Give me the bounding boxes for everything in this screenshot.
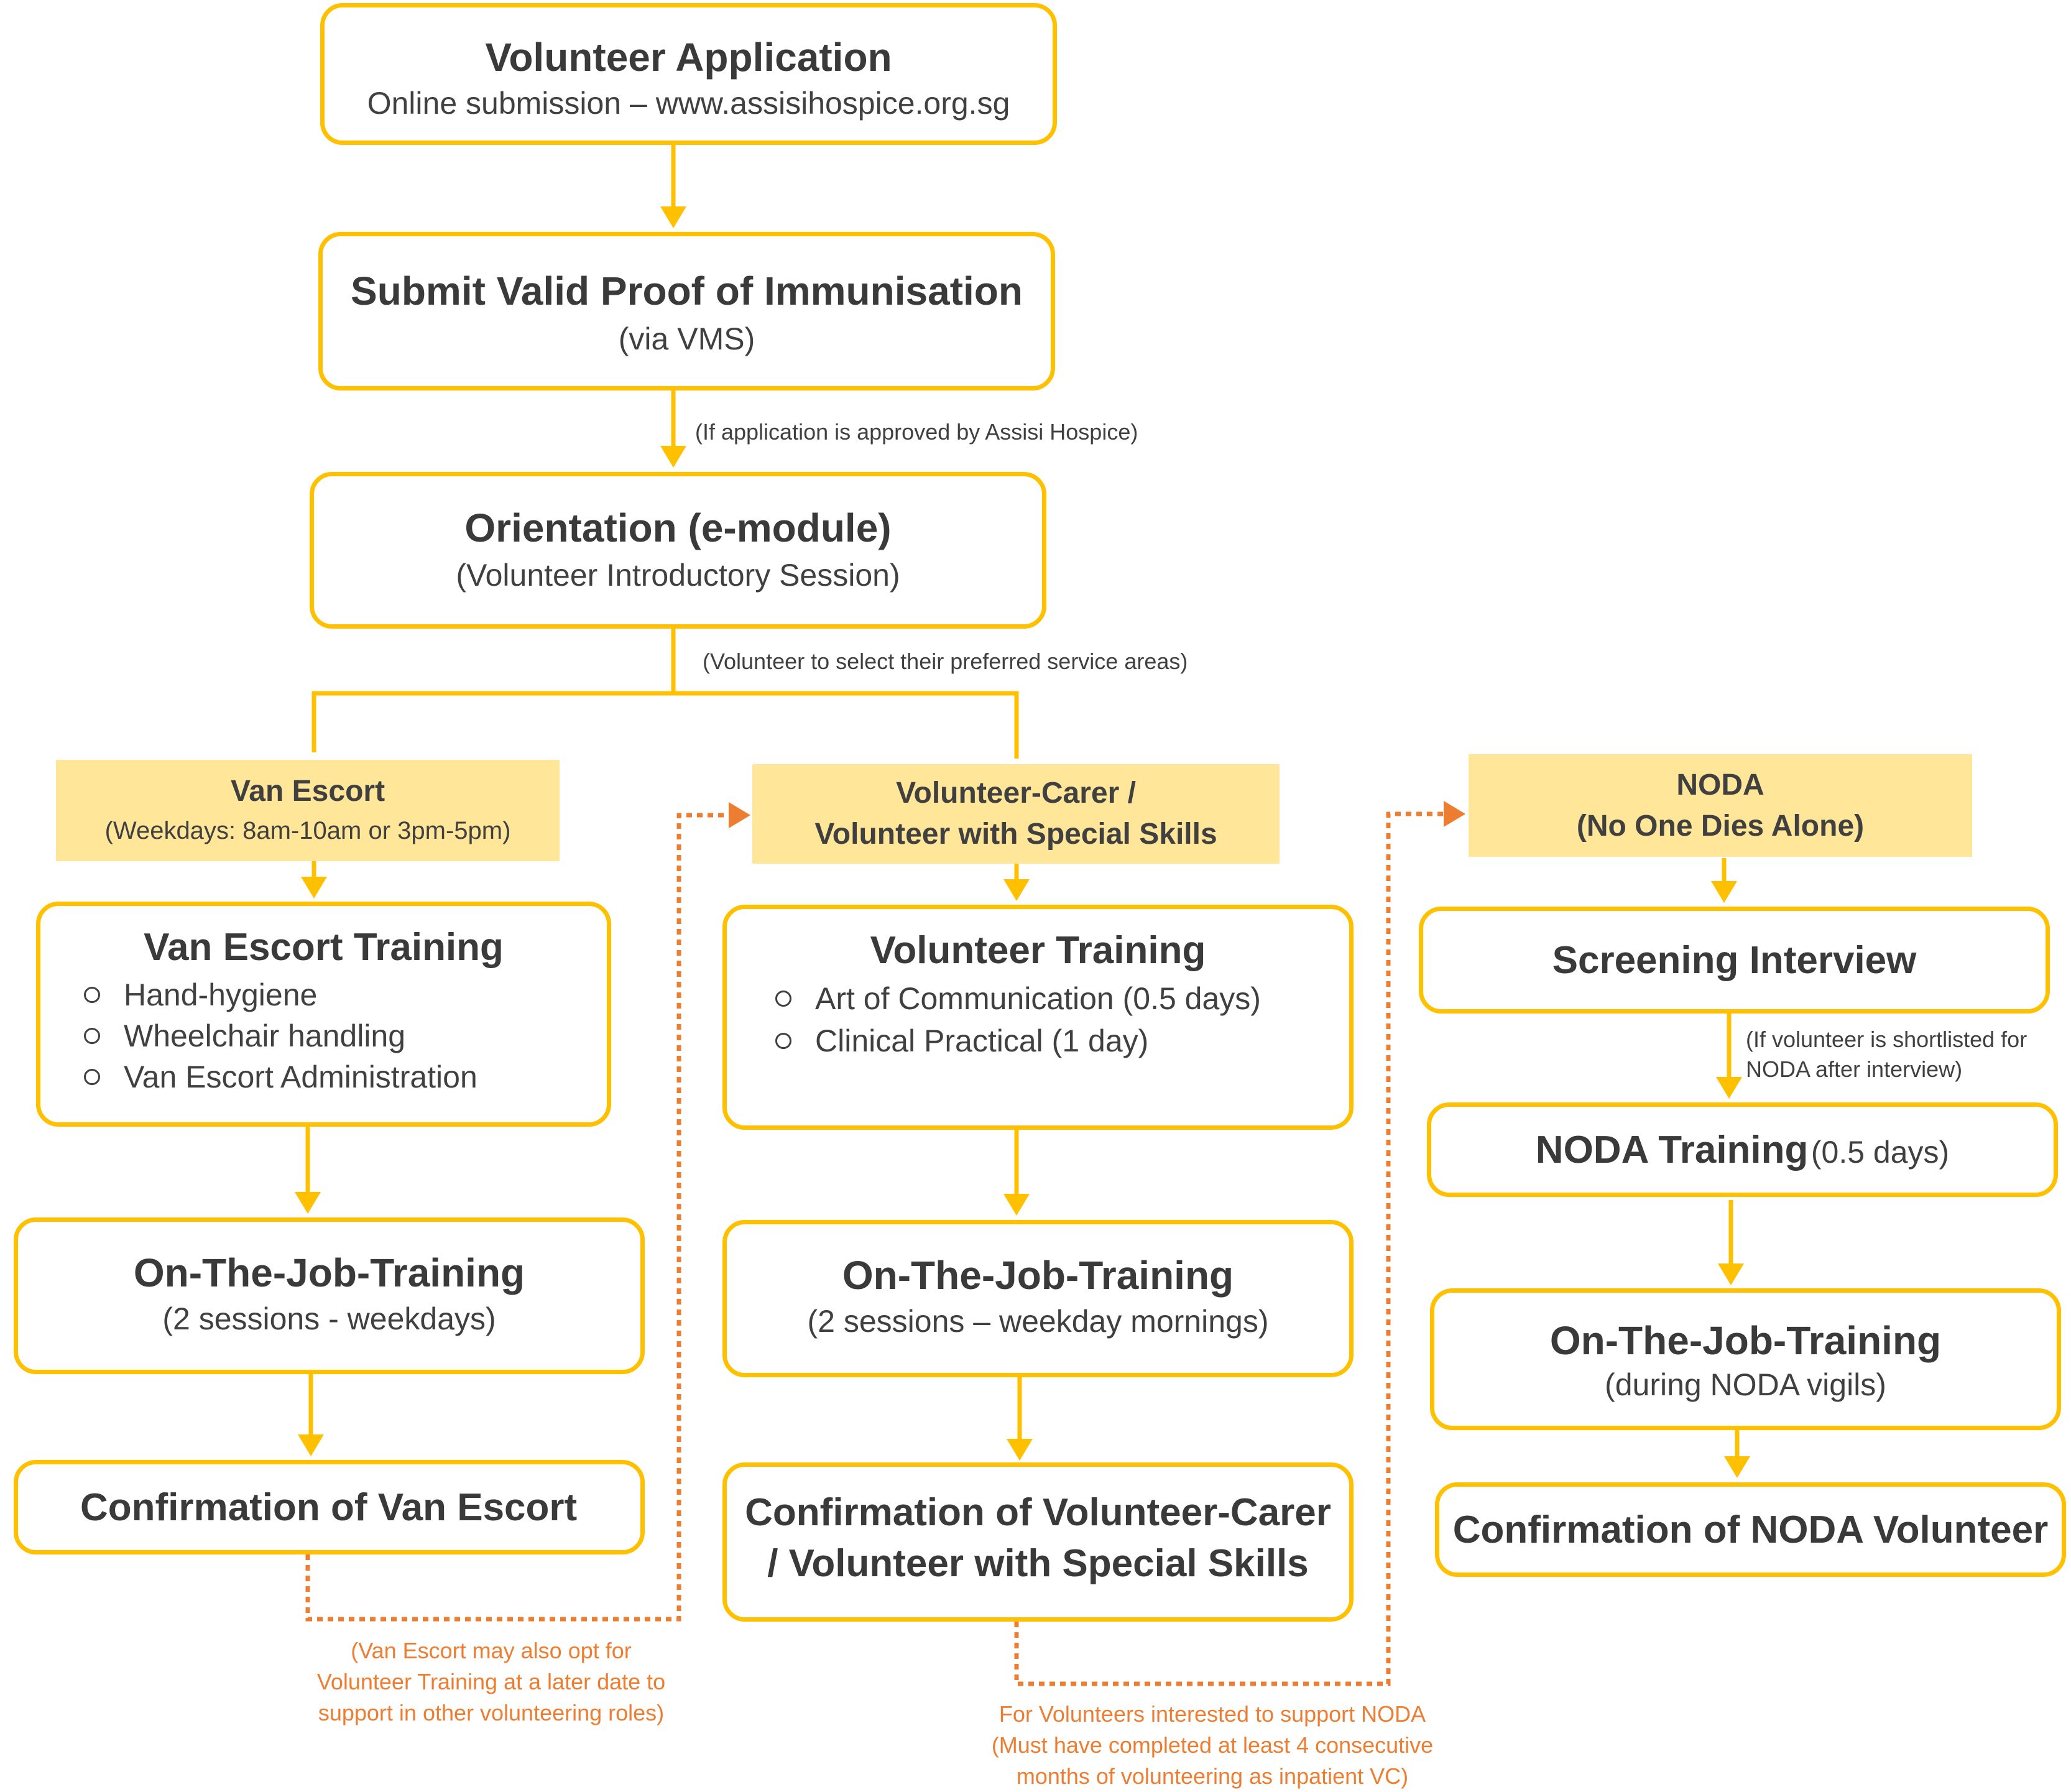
noda-ojt-box: On-The-Job-Training (during NODA vigils) — [1430, 1288, 2061, 1430]
immunisation-box: Submit Valid Proof of Immunisation (via … — [318, 232, 1055, 390]
van-escort-training-item: Wheelchair handling — [84, 1015, 607, 1056]
approval-condition-note: (If application is approved by Assisi Ho… — [695, 419, 1138, 445]
van-escort-training-item-label: Hand-hygiene — [124, 977, 318, 1012]
van-escort-training-item-label: Wheelchair handling — [124, 1018, 406, 1053]
volunteer-carer-confirmation-line2: / Volunteer with Special Skills — [767, 1542, 1309, 1585]
noda-eligibility-note: For Volunteers interested to support NOD… — [945, 1699, 1480, 1792]
bullet-circle-icon — [775, 991, 791, 1007]
van-escort-ojt-box: On-The-Job-Training (2 sessions - weekda… — [14, 1217, 645, 1374]
noda-training-label: NODA Training (0.5 days) — [1536, 1128, 1949, 1172]
shortlist-condition-note: (If volunteer is shortlisted for NODA af… — [1746, 1025, 2027, 1084]
van-escort-training-item: Van Escort Administration — [84, 1056, 607, 1097]
shortlist-note-line: NODA after interview) — [1746, 1056, 1963, 1082]
volunteer-application-subtitle: Online submission – www.assisihospice.or… — [367, 86, 1010, 121]
orientation-title: Orientation (e-module) — [464, 506, 892, 550]
noda-eligibility-note-line: months of volunteering as inpatient VC) — [1016, 1763, 1409, 1789]
volunteer-training-item-label: Clinical Practical (1 day) — [815, 1023, 1149, 1058]
noda-confirmation-title: Confirmation of NODA Volunteer — [1452, 1508, 2049, 1551]
dotted-link-carer-to-noda — [1014, 801, 1465, 1686]
van-escort-training-title: Van Escort Training — [144, 926, 504, 969]
volunteer-training-item-label: Art of Communication (0.5 days) — [815, 981, 1261, 1016]
branch-connector-carer — [673, 691, 1019, 759]
van-escort-note-line: Volunteer Training at a later date to — [316, 1669, 666, 1694]
noda-eligibility-note-line: (Must have completed at least 4 consecut… — [991, 1732, 1434, 1758]
noda-ojt-subtitle: (during NODA vigils) — [1605, 1367, 1886, 1402]
noda-confirmation-box: Confirmation of NODA Volunteer — [1435, 1482, 2066, 1577]
orientation-box: Orientation (e-module) (Volunteer Introd… — [310, 472, 1046, 629]
dotted-link-van-to-carer — [305, 802, 750, 1622]
immunisation-title: Submit Valid Proof of Immunisation — [351, 269, 1023, 313]
van-escort-ojt-title: On-The-Job-Training — [133, 1250, 525, 1295]
volunteer-training-box: Volunteer Training Art of Communication … — [722, 905, 1354, 1130]
bullet-circle-icon — [84, 987, 100, 1003]
van-escort-training-list: Hand-hygiene Wheelchair handling Van Esc… — [84, 974, 607, 1097]
van-escort-training-item-label: Van Escort Administration — [124, 1060, 477, 1094]
shortlist-note-line: (If volunteer is shortlisted for — [1746, 1027, 2027, 1052]
screening-interview-box: Screening Interview — [1419, 907, 2050, 1014]
volunteer-carer-header-line1: Volunteer-Carer / — [896, 777, 1136, 810]
screening-interview-title: Screening Interview — [1552, 938, 1917, 982]
noda-header-line2: (No One Dies Alone) — [1576, 809, 1865, 843]
van-escort-note-line: (Van Escort may also opt for — [351, 1638, 632, 1663]
branch-connector — [311, 628, 676, 752]
bullet-circle-icon — [84, 1028, 100, 1044]
volunteer-training-item: Clinical Practical (1 day) — [775, 1020, 1349, 1062]
bullet-circle-icon — [84, 1069, 100, 1085]
volunteer-carer-header-line2: Volunteer with Special Skills — [814, 818, 1217, 851]
noda-eligibility-note-line: For Volunteers interested to support NOD… — [999, 1701, 1426, 1727]
van-escort-optional-training-note: (Van Escort may also opt for Volunteer T… — [274, 1635, 709, 1729]
volunteer-carer-header: Volunteer-Carer / Volunteer with Special… — [752, 764, 1280, 864]
volunteer-carer-ojt-box: On-The-Job-Training (2 sessions – weekda… — [722, 1220, 1354, 1377]
van-escort-training-item: Hand-hygiene — [84, 974, 607, 1015]
noda-header-line1: NODA — [1676, 768, 1764, 801]
volunteer-carer-ojt-title: On-The-Job-Training — [842, 1253, 1234, 1298]
van-escort-note-line: support in other volunteering roles) — [318, 1700, 665, 1725]
van-escort-header-title: Van Escort — [230, 774, 385, 808]
van-escort-training-box: Van Escort Training Hand-hygiene Wheelch… — [36, 902, 611, 1127]
volunteer-application-box: Volunteer Application Online submission … — [320, 3, 1057, 145]
noda-header: NODA (No One Dies Alone) — [1469, 754, 1972, 857]
noda-training-duration: (0.5 days) — [1810, 1134, 1950, 1170]
bullet-circle-icon — [775, 1033, 791, 1049]
van-escort-ojt-subtitle: (2 sessions - weekdays) — [162, 1301, 496, 1336]
van-escort-header: Van Escort (Weekdays: 8am-10am or 3pm-5p… — [56, 760, 560, 861]
volunteer-carer-confirmation-line1: Confirmation of Volunteer-Carer — [745, 1491, 1331, 1534]
volunteer-training-list: Art of Communication (0.5 days) Clinical… — [775, 977, 1349, 1062]
volunteer-training-item: Art of Communication (0.5 days) — [775, 977, 1349, 1020]
noda-training-title: NODA Training — [1535, 1128, 1809, 1171]
immunisation-subtitle: (via VMS) — [618, 321, 755, 356]
van-escort-confirmation-box: Confirmation of Van Escort — [14, 1460, 645, 1554]
noda-ojt-title: On-The-Job-Training — [1549, 1318, 1942, 1363]
volunteer-training-title: Volunteer Training — [870, 929, 1206, 972]
noda-training-box: NODA Training (0.5 days) — [1427, 1102, 2058, 1197]
service-area-selection-note: (Volunteer to select their preferred ser… — [703, 649, 1188, 674]
volunteer-carer-ojt-subtitle: (2 sessions – weekday mornings) — [807, 1304, 1269, 1339]
van-escort-header-hours: (Weekdays: 8am-10am or 3pm-5pm) — [104, 816, 511, 844]
van-escort-confirmation-title: Confirmation of Van Escort — [80, 1485, 578, 1529]
orientation-subtitle: (Volunteer Introductory Session) — [456, 558, 900, 593]
volunteer-carer-confirmation-box: Confirmation of Volunteer-Carer / Volunt… — [722, 1462, 1354, 1622]
volunteer-application-title: Volunteer Application — [485, 35, 892, 80]
